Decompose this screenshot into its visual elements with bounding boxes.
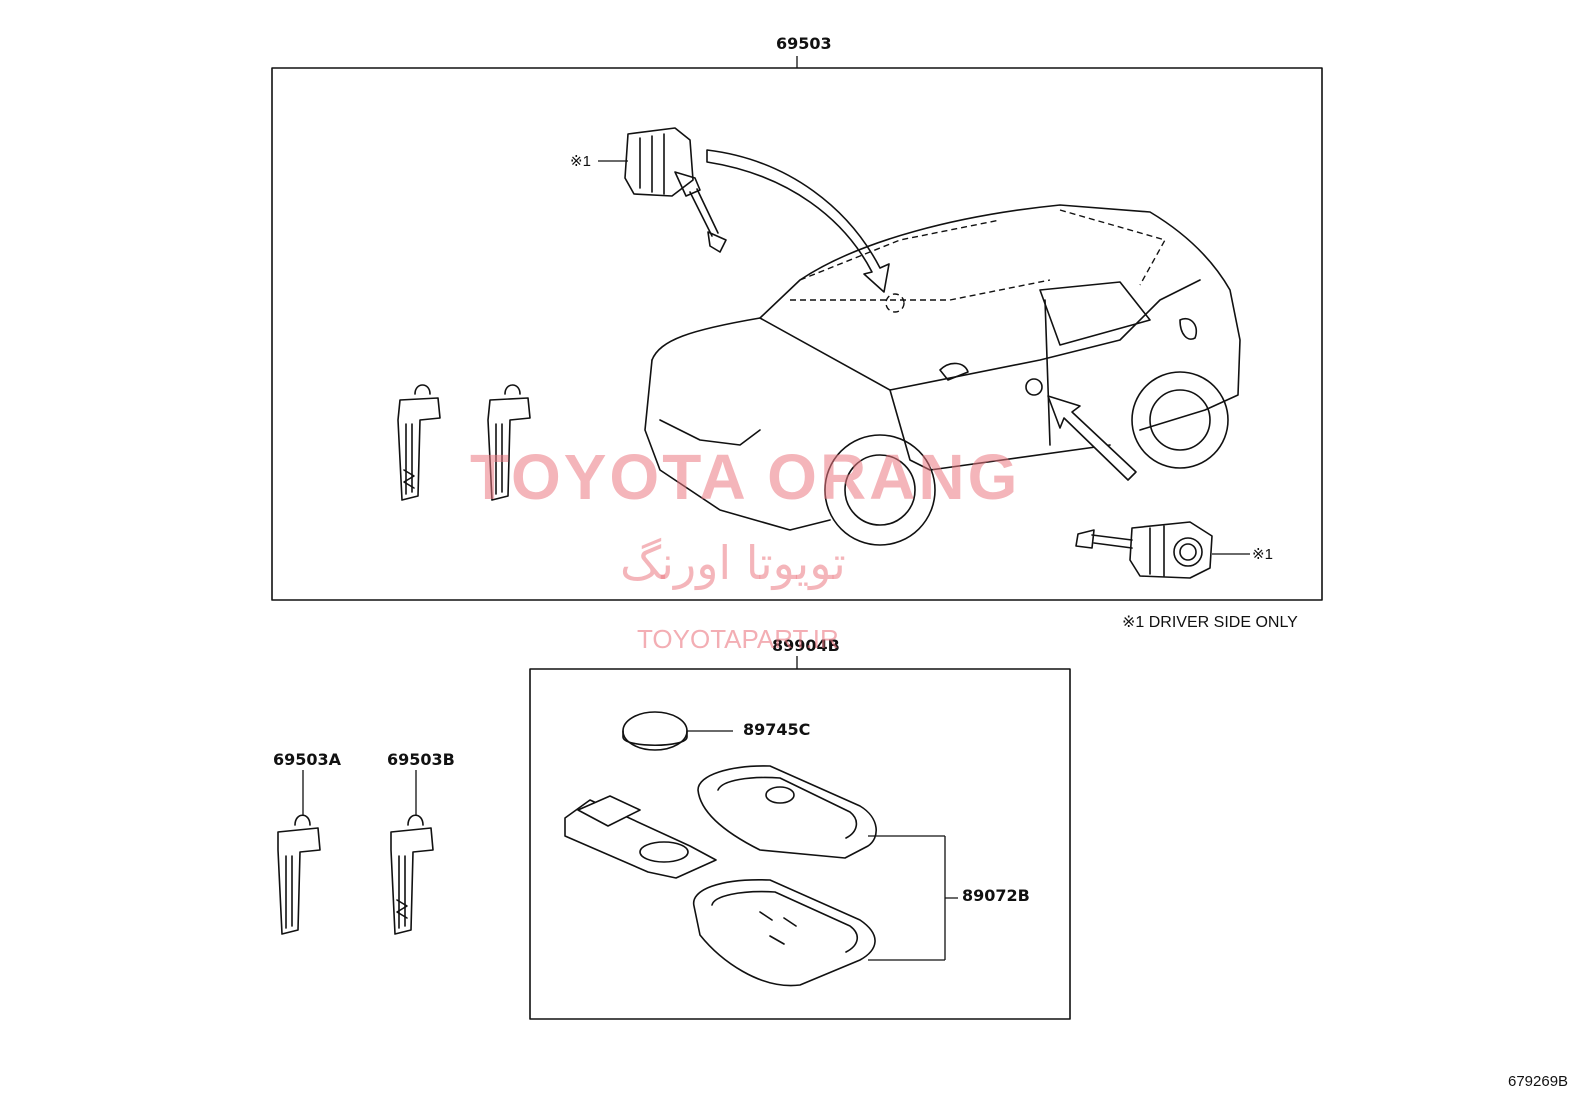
- label-69503b: 69503B: [387, 750, 455, 769]
- label-89904b: 89904B: [772, 636, 840, 655]
- coin-battery-drawing: [622, 711, 733, 751]
- arrow-to-car-top: [706, 149, 890, 293]
- watermark-persian: تویوتا اورنگ: [620, 536, 846, 590]
- remote-assembly-frame: [529, 668, 1071, 1020]
- remote-circuit-board: [564, 795, 717, 879]
- label-69503: 69503: [776, 34, 832, 53]
- vehicle-illustration: [644, 204, 1241, 546]
- remote-lower-case: [693, 879, 945, 987]
- door-lock-cylinder-bottom: [1075, 521, 1250, 579]
- label-89745c: 89745C: [743, 720, 811, 739]
- key-blade-left: [397, 384, 441, 501]
- key-69503a-drawing: [277, 814, 321, 935]
- label-89072b: 89072B: [962, 886, 1030, 905]
- key-blade-right: [487, 384, 531, 501]
- door-lock-cylinder-top: [598, 127, 727, 253]
- remote-upper-case: [697, 765, 945, 859]
- callout-mark-bottom: ※1: [1252, 546, 1273, 563]
- callout-mark-top: ※1: [570, 153, 591, 170]
- key-69503b-drawing: [390, 814, 434, 935]
- arrow-to-driver-door: [1047, 395, 1137, 481]
- watermark-brand: TOYOTA ORANG: [470, 441, 1021, 513]
- footnote-driver-side: ※1 DRIVER SIDE ONLY: [1122, 614, 1298, 631]
- main-assembly-frame: [271, 67, 1323, 601]
- remote-case-bracket: [944, 836, 958, 960]
- diagram-code: 679269B: [1508, 1073, 1569, 1090]
- label-69503a: 69503A: [273, 750, 342, 769]
- watermark-url: TOYOTAPART.IR: [637, 624, 839, 654]
